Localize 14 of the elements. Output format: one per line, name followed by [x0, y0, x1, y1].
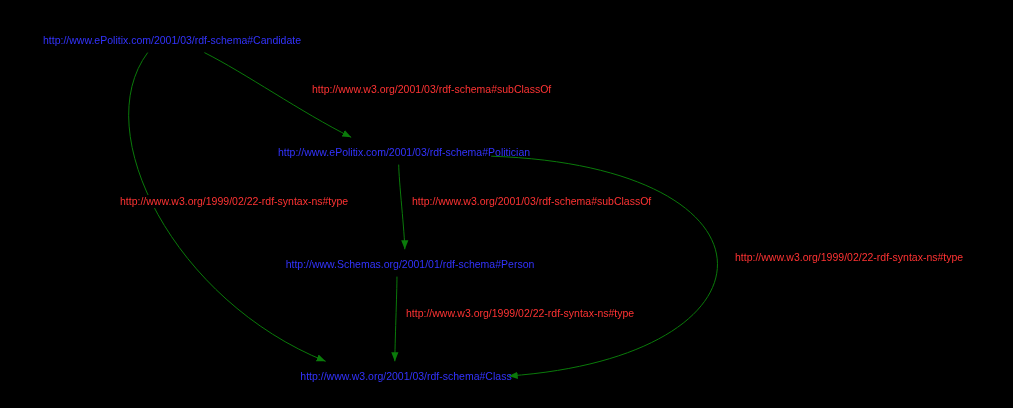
class-uri: http://www.ePolitix.com/2001/03/rdf-schema#Candidate	[37, 19, 307, 61]
edge-label: http://www.w3.org/1999/02/22-rdf-syntax-ns#type	[734, 251, 965, 264]
class-uri: http://www.ePolitix.com/2001/03/rdf-schema#Politician	[271, 131, 537, 173]
edge-label: http://www.w3.org/2001/03/rdf-schema#subClassOf	[311, 83, 553, 96]
edge-label: http://www.w3.org/2001/03/rdf-schema#subClassOf	[411, 195, 653, 208]
edge-label: http://www.w3.org/1999/02/22-rdf-syntax-ns#type	[405, 307, 636, 320]
class-uri: http://www.Schemas.org/2001/01/rdf-schema#Person	[279, 243, 541, 285]
arrow	[391, 276, 399, 362]
arrow	[203, 52, 352, 138]
edge-label: http://www.w3.org/1999/02/22-rdf-syntax-ns#type	[119, 195, 350, 208]
arrow	[398, 164, 409, 250]
arrow	[490, 155, 718, 379]
arrow	[128, 52, 327, 362]
class-uri: http://www.w3.org/2001/03/rdf-schema#Class	[294, 355, 518, 397]
